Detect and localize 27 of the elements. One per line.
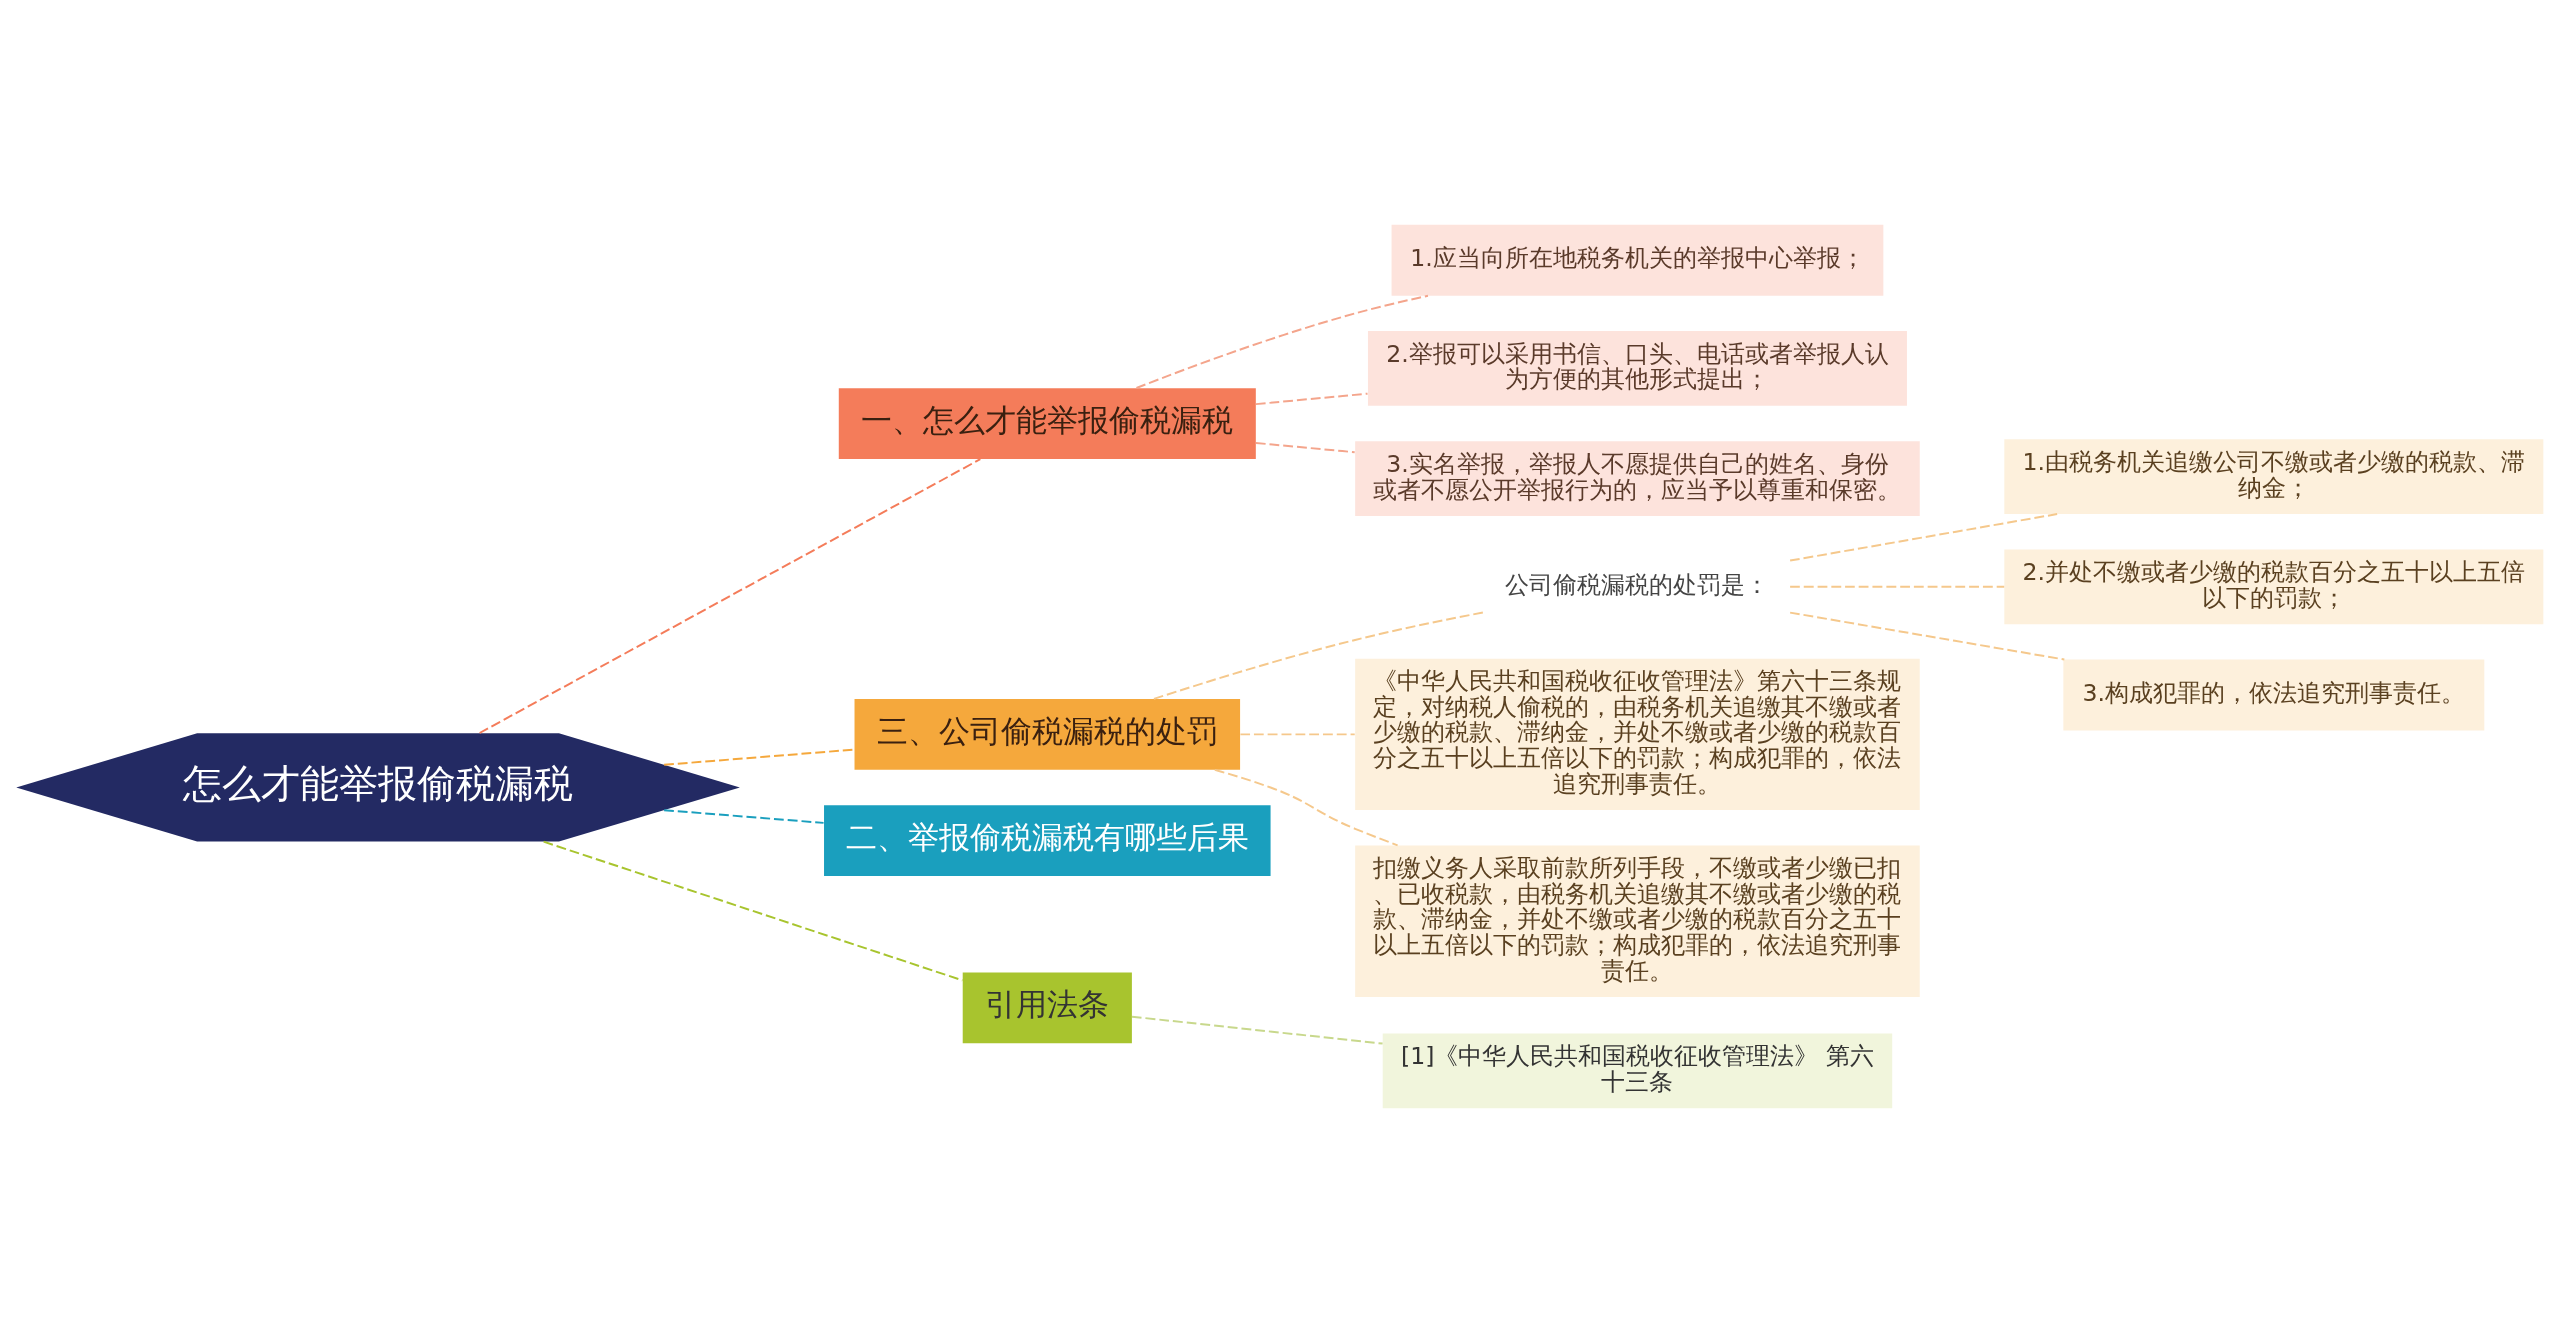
node-box: 一、怎么才能举报偷税漏税 (838, 387, 1256, 459)
node-box: 引用法条 (962, 971, 1132, 1043)
connector (663, 808, 825, 824)
node-box: 2.举报可以采用书信、口头、电话或者举报人认为方便的其他形式提出； (1367, 330, 1907, 406)
node-box: 三、公司偷税漏税的处罚 (854, 698, 1241, 770)
connector (1789, 512, 2059, 562)
node-box: 3.构成犯罪的，依法追究刑事责任。 (2063, 659, 2485, 730)
node-box: 二、举报偷税漏税有哪些后果 (824, 804, 1271, 876)
node-box: 扣缴义务人采取前款所列手段，不缴或者少缴已扣、已收税款，由税务机关追缴其不缴或者少缴的税款、滞纳金，并处不缴或者少缴的税款百分之五十以上五倍以下的罚款；构成犯罪的，依法追究刑事责任。 (1355, 845, 1920, 997)
connector (1789, 611, 2066, 660)
connector (478, 457, 982, 734)
connector (1135, 294, 1429, 389)
node-box: 1.由税务机关追缴公司不缴或者少缴的税款、滞纳金； (2004, 438, 2544, 514)
connector (1789, 585, 2006, 588)
node-box: 1.应当向所在地税务机关的举报中心举报； (1391, 224, 1884, 296)
node-box: 2.并处不缴或者少缴的税款百分之五十以上五倍以下的罚款； (2004, 548, 2544, 624)
node-text: 公司偷税漏税的处罚是： (1505, 570, 1770, 599)
connector (1254, 392, 1369, 405)
connector (1254, 441, 1356, 453)
node-box: [1]《中华人民共和国税收征收管理法》 第六十三条 (1382, 1032, 1893, 1108)
connector (1152, 610, 1486, 700)
connector (1213, 768, 1399, 846)
connector (1239, 732, 1356, 735)
node-box: 《中华人民共和国税收征收管理法》第六十三条规定，对纳税人偷税的，由税务机关追缴其不缴或者少缴的税款、滞纳金，并处不缴或者少缴的税款百分之五十以上五倍以下的罚款；构成犯罪的，依法追究刑事责任。 (1355, 658, 1920, 810)
connector (1131, 1015, 1384, 1045)
connector (542, 840, 964, 981)
node-box: 3.实名举报，举报人不愿提供自己的姓名、身份或者不愿公开举报行为的，应当予以尊重和保密。 (1355, 440, 1920, 516)
